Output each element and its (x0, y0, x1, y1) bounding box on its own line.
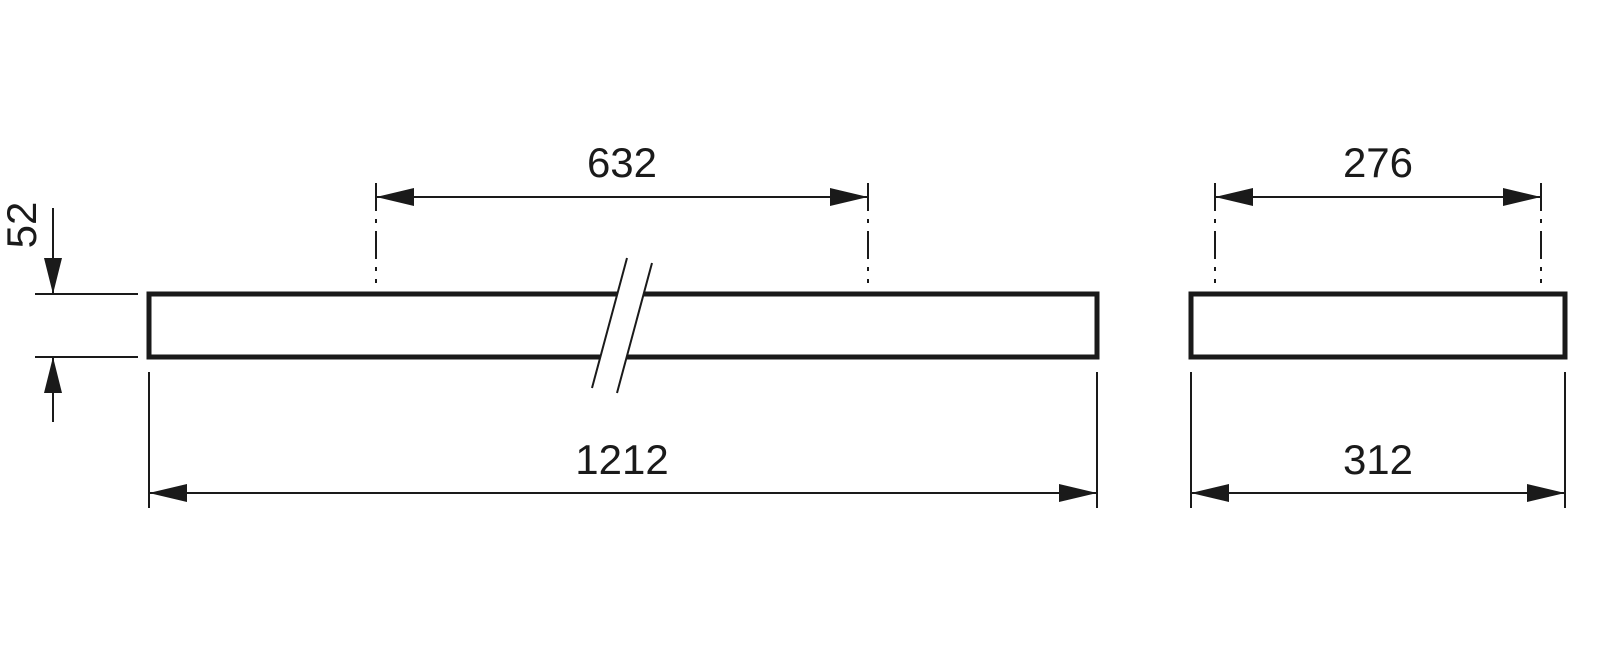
end-view-body (1188, 291, 1568, 360)
arrowhead-left-icon (1215, 188, 1253, 206)
arrowhead-left-icon (376, 188, 414, 206)
arrowhead-right-icon (1059, 484, 1097, 502)
dimension-label-1212: 1212 (575, 436, 668, 483)
arrowhead-left-icon (1191, 484, 1229, 502)
dimension-276: 276 (1214, 139, 1542, 283)
break-symbol (591, 257, 653, 394)
dimension-label-632: 632 (587, 139, 657, 186)
arrowhead-right-icon (1527, 484, 1565, 502)
arrowhead-right-icon (830, 188, 868, 206)
dimension-1212: 1212 (148, 372, 1098, 508)
dimension-label-312: 312 (1343, 436, 1413, 483)
dimension-52: 52 (0, 202, 138, 422)
dimension-label-52: 52 (0, 202, 45, 249)
arrowhead-down-icon (44, 258, 62, 294)
dimension-label-276: 276 (1343, 139, 1413, 186)
arrowhead-left-icon (149, 484, 187, 502)
arrowhead-up-icon (44, 357, 62, 393)
dimension-312: 312 (1190, 372, 1566, 508)
dimension-632: 632 (375, 139, 869, 283)
arrowhead-right-icon (1503, 188, 1541, 206)
